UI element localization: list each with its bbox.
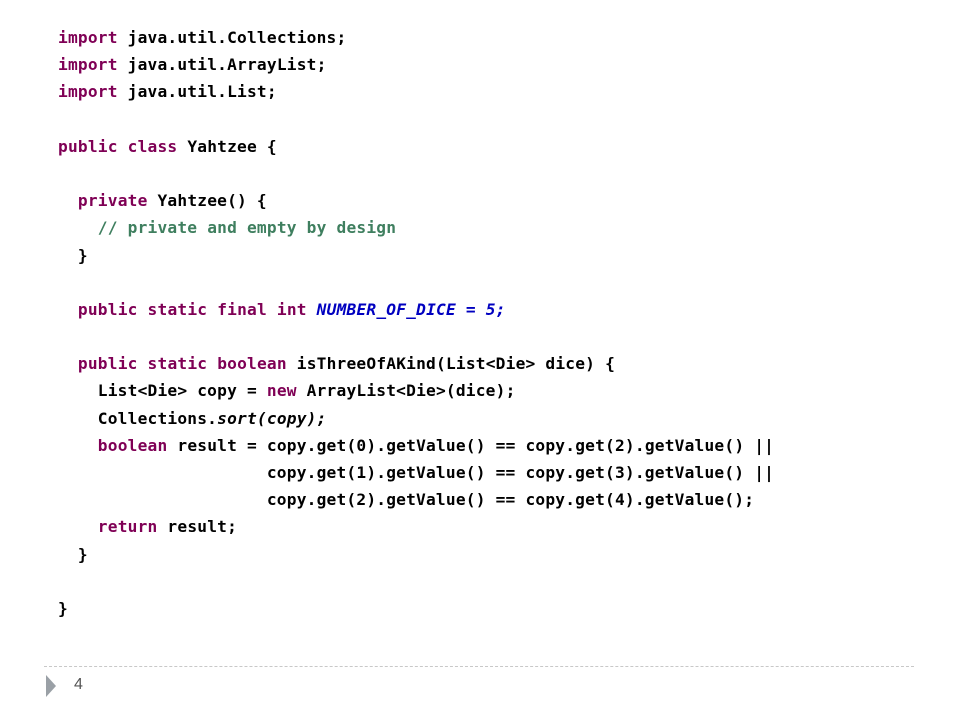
page-number: 4	[74, 676, 83, 693]
code-line-import-arraylist: import java.util.ArrayList;	[58, 55, 327, 75]
code-listing: import java.util.Collections; import jav…	[58, 24, 774, 622]
code-line-sort: Collections.sort(copy);	[58, 408, 327, 428]
code-line-comment: // private and empty by design	[97, 218, 397, 238]
code-line-constructor-close: }	[58, 245, 88, 265]
blank-line	[58, 160, 774, 187]
code-line-return: return result;	[97, 517, 238, 537]
code-line-constant: public static final int NUMBER_OF_DICE =…	[77, 299, 506, 319]
code-line-result-2: copy.get(1).getValue() == copy.get(3).ge…	[58, 463, 775, 482]
code-line-class-close: }	[58, 598, 68, 618]
blank-line	[58, 568, 774, 595]
code-line-method-close: }	[58, 544, 88, 564]
code-line-method-declaration: public static boolean isThreeOfAKind(Lis…	[77, 354, 616, 374]
blank-line	[58, 269, 774, 296]
code-line-constructor: private Yahtzee() {	[77, 191, 267, 211]
code-line-import-list: import java.util.List;	[58, 82, 277, 102]
footer-divider	[44, 666, 914, 667]
code-line-result-3: copy.get(2).getValue() == copy.get(4).ge…	[58, 490, 755, 510]
code-line-class-declaration: public class Yahtzee {	[58, 136, 277, 156]
code-line-result-1: boolean result = copy.get(0).getValue() …	[97, 435, 775, 455]
code-line-import-collections: import java.util.Collections;	[58, 28, 347, 47]
blank-line	[58, 323, 774, 350]
slide-marker-triangle-icon	[46, 675, 56, 697]
blank-line	[58, 106, 774, 133]
code-line-copy: List<Die> copy = new ArrayList<Die>(dice…	[58, 381, 516, 401]
